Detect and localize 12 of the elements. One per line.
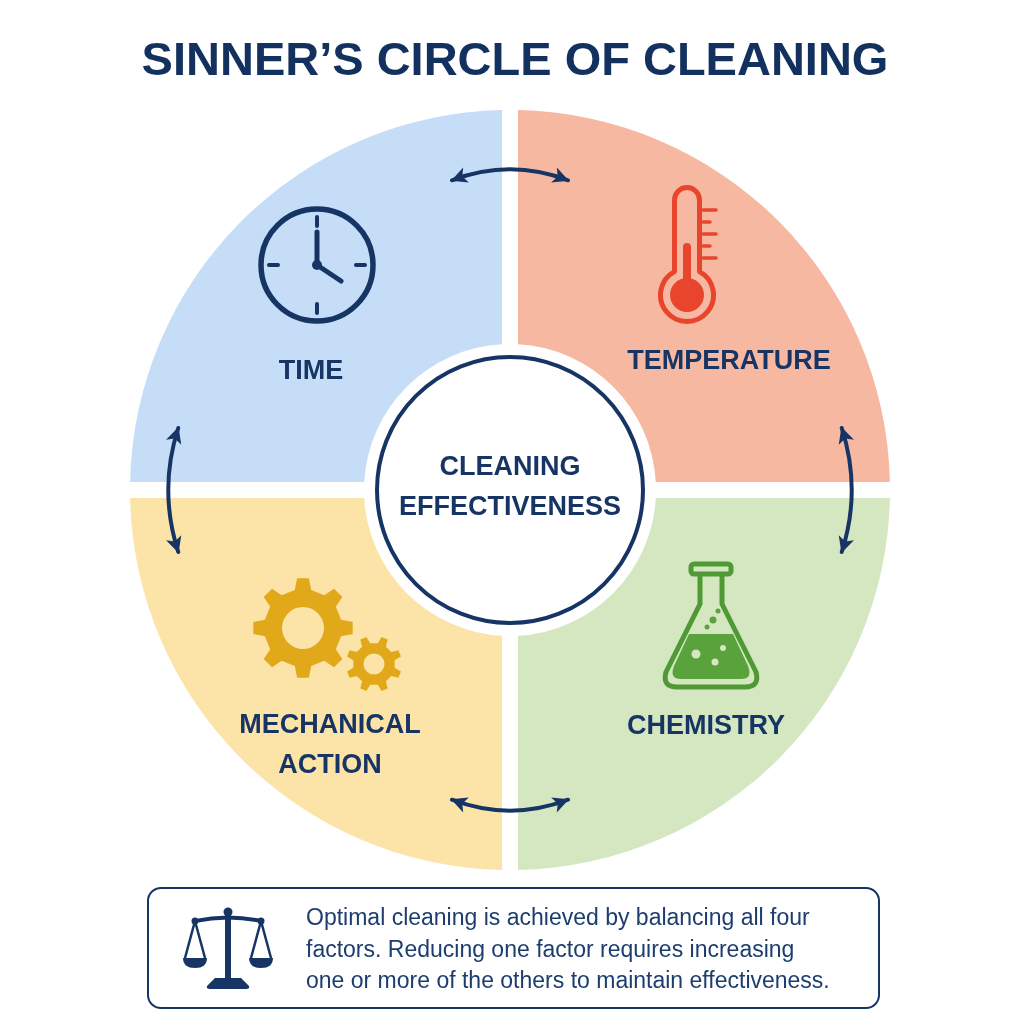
segment-label: TEMPERATURE xyxy=(627,344,831,377)
segment-label: MECHANICAL ACTION xyxy=(238,708,422,781)
note-text: Optimal cleaning is achieved by balancing all four factors. Reducing one factor requires increasing one or more of the others to maintain effectiveness. xyxy=(306,903,831,995)
center-label: CLEANING EFFECTIVENESS xyxy=(397,450,622,523)
segment-label: TIME xyxy=(278,354,344,387)
segment-label: CHEMISTRY xyxy=(627,709,785,742)
note-panel xyxy=(147,887,880,1009)
title: SINNER’S CIRCLE OF CLEANING xyxy=(141,33,889,85)
double-arrow xyxy=(450,797,570,813)
double-arrow xyxy=(450,167,570,183)
double-arrow xyxy=(166,426,182,554)
double-arrow xyxy=(838,426,854,554)
